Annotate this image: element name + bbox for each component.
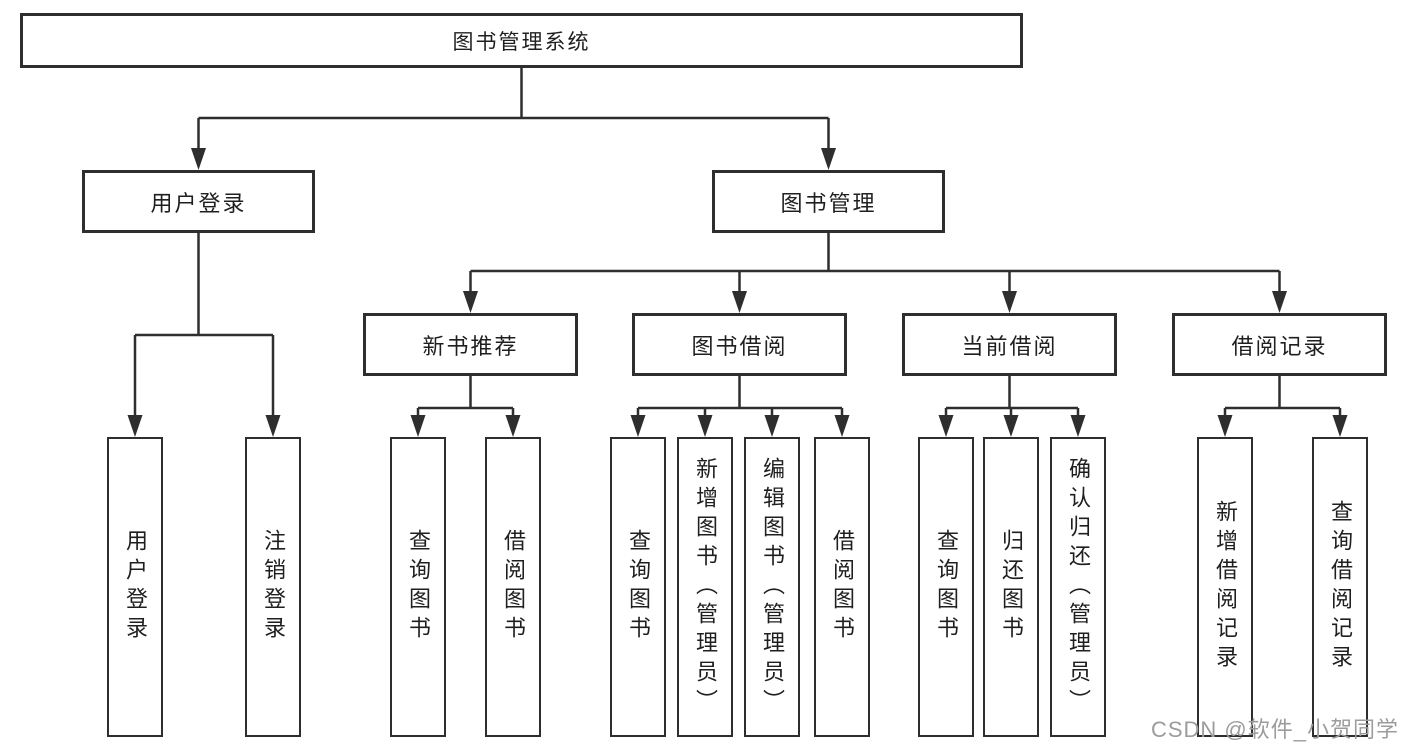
leaf-edit-books-admin: 编辑图书（管理员） [744, 437, 800, 737]
node-library-management-system: 图书管理系统 [20, 13, 1023, 68]
leaf-add-borrow-record: 新增借阅记录 [1197, 437, 1253, 737]
leaf-label: 借阅图书 [830, 529, 855, 645]
leaf-add-books-admin: 新增图书（管理员） [677, 437, 733, 737]
connector-borrow-records-to-leaves [1217, 376, 1348, 437]
connector-current-borrow-to-leaves [938, 376, 1086, 437]
node-book-borrow: 图书借阅 [632, 313, 847, 376]
leaf-return-books: 归还图书 [983, 437, 1039, 737]
leaf-label: 查询图书 [934, 529, 959, 645]
leaf-label: 新增图书（管理员） [693, 456, 718, 718]
node-label: 借阅记录 [1231, 333, 1328, 359]
node-label: 用户登录 [150, 190, 247, 216]
connector-new-book-recommend-to-leaves [410, 376, 521, 437]
leaf-query-books-recommend: 查询图书 [390, 437, 446, 737]
leaf-label: 查询图书 [626, 529, 651, 645]
leaf-label: 查询图书 [406, 529, 431, 645]
connector-book-borrow-to-leaves [630, 376, 850, 437]
node-borrow-records: 借阅记录 [1172, 313, 1387, 376]
leaf-label: 借阅图书 [501, 529, 526, 645]
node-label: 图书借阅 [691, 333, 788, 359]
leaf-label: 归还图书 [999, 529, 1024, 645]
leaf-label: 用户登录 [123, 529, 148, 645]
node-user-login: 用户登录 [82, 170, 315, 233]
leaf-confirm-return-admin: 确认归还（管理员） [1050, 437, 1106, 737]
leaf-label: 确认归还（管理员） [1066, 456, 1091, 718]
csdn-watermark: CSDN @软件_小贺同学 [1150, 717, 1399, 742]
leaf-borrow-books: 借阅图书 [814, 437, 870, 737]
node-label: 图书管理 [780, 190, 877, 216]
leaf-borrow-books-recommend: 借阅图书 [485, 437, 541, 737]
node-label: 当前借阅 [961, 333, 1058, 359]
connector-book-management-to-level3 [463, 233, 1287, 313]
leaf-label: 注销登录 [261, 529, 286, 645]
leaf-label: 查询借阅记录 [1328, 500, 1353, 674]
leaf-query-books-borrow: 查询图书 [610, 437, 666, 737]
node-new-book-recommend: 新书推荐 [363, 313, 578, 376]
leaf-label: 编辑图书（管理员） [760, 456, 785, 718]
node-book-management: 图书管理 [712, 170, 945, 233]
node-label: 图书管理系统 [452, 30, 591, 54]
leaf-query-borrow-record: 查询借阅记录 [1312, 437, 1368, 737]
node-current-borrow: 当前借阅 [902, 313, 1117, 376]
leaf-query-books-current: 查询图书 [918, 437, 974, 737]
leaf-user-login: 用户登录 [107, 437, 163, 737]
leaf-label: 新增借阅记录 [1213, 500, 1238, 674]
node-label: 新书推荐 [422, 333, 519, 359]
connector-root-to-level2 [191, 68, 836, 170]
leaf-logout: 注销登录 [245, 437, 301, 737]
connector-user-login-to-leaves [127, 233, 281, 437]
